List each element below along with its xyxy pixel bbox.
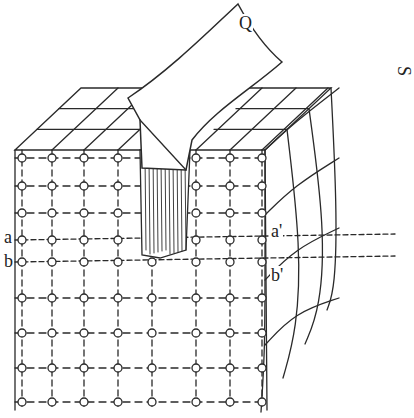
- top-grid-line: [262, 88, 328, 150]
- atom-circle: [18, 209, 26, 217]
- atom-circle: [48, 329, 56, 337]
- atom-circle: [18, 258, 26, 266]
- atom-circle: [18, 329, 26, 337]
- blade: [128, 4, 282, 170]
- atom-circle: [48, 398, 56, 406]
- atom-circle: [226, 182, 234, 190]
- atom-circle: [114, 294, 122, 302]
- atom-circle: [226, 398, 234, 406]
- atom-circle: [258, 154, 266, 162]
- atom-circle: [48, 364, 56, 372]
- atom-circle: [48, 236, 56, 244]
- atom-circle: [148, 364, 156, 372]
- atom-circle: [80, 398, 88, 406]
- cut-hatching: [149, 158, 150, 254]
- atom-circle: [148, 294, 156, 302]
- atom-circle: [226, 329, 234, 337]
- atom-circle: [226, 364, 234, 372]
- top-grid-line: [230, 88, 296, 150]
- atom-circle: [114, 209, 122, 217]
- cut-hatching: [185, 158, 186, 250]
- right-face-line: [265, 88, 339, 150]
- atom-circle: [192, 398, 200, 406]
- atom-circle: [148, 258, 156, 266]
- atom-circle: [114, 236, 122, 244]
- atom-circle: [48, 294, 56, 302]
- right-face-line: [283, 129, 299, 378]
- atom-circle: [192, 236, 200, 244]
- front-face: [15, 150, 267, 410]
- cut-hatching: [173, 158, 174, 253]
- atom-circle: [192, 154, 200, 162]
- top-grid-line: [52, 88, 118, 150]
- atom-circle: [80, 209, 88, 217]
- atom-circle: [192, 182, 200, 190]
- blade-label: Q: [238, 14, 253, 32]
- atom-circle: [18, 398, 26, 406]
- atom-circle: [258, 258, 266, 266]
- atom-circle: [80, 364, 88, 372]
- block-drawing: [15, 4, 395, 412]
- atom-circle: [48, 182, 56, 190]
- atom-circle: [148, 329, 156, 337]
- atom-circle: [18, 154, 26, 162]
- atom-circle: [114, 154, 122, 162]
- cut-hatching: [161, 158, 162, 251]
- atom-circle: [226, 154, 234, 162]
- atom-circle: [114, 182, 122, 190]
- atom-circle: [226, 236, 234, 244]
- row-label: a': [270, 222, 283, 240]
- blade-edge: [140, 120, 186, 170]
- plane-label: S: [395, 65, 413, 77]
- atom-circle: [258, 209, 266, 217]
- atom-circle: [192, 258, 200, 266]
- atom-circle: [192, 329, 200, 337]
- right-face-line: [265, 158, 339, 215]
- atom-circle: [226, 209, 234, 217]
- atom-circle: [114, 258, 122, 266]
- atom-circle: [258, 329, 266, 337]
- atom-circle: [80, 294, 88, 302]
- atom-circle: [80, 182, 88, 190]
- atom-circle: [80, 154, 88, 162]
- atom-circle: [18, 182, 26, 190]
- atom-circle: [18, 364, 26, 372]
- atom-circle: [48, 154, 56, 162]
- atom-circle: [114, 364, 122, 372]
- atom-circle: [192, 364, 200, 372]
- atom-circle: [148, 398, 156, 406]
- atom-circle: [258, 398, 266, 406]
- atom-circle: [18, 294, 26, 302]
- atom-circle: [258, 364, 266, 372]
- atom-circle: [18, 236, 26, 244]
- atom-circle: [258, 236, 266, 244]
- atom-circle: [80, 329, 88, 337]
- atom-circle: [258, 182, 266, 190]
- atom-circle: [80, 258, 88, 266]
- top-grid-line: [214, 129, 287, 130]
- atom-circle: [114, 329, 122, 337]
- atom-circle: [80, 236, 88, 244]
- row-label: b': [270, 266, 284, 284]
- top-grid-line: [236, 108, 309, 109]
- atom-circle: [192, 294, 200, 302]
- slip-line: [15, 256, 395, 262]
- atom-circle: [192, 209, 200, 217]
- atom-circle: [226, 258, 234, 266]
- slip-line: [15, 234, 395, 240]
- right-face-line: [327, 88, 336, 310]
- right-face-line: [265, 298, 339, 345]
- atom-circle: [114, 398, 122, 406]
- atom-circle: [226, 294, 234, 302]
- row-label: a: [3, 228, 13, 246]
- atom-circle: [48, 258, 56, 266]
- atom-circle: [258, 294, 266, 302]
- right-face-line: [305, 109, 322, 344]
- row-label: b: [3, 252, 14, 270]
- atom-circle: [48, 209, 56, 217]
